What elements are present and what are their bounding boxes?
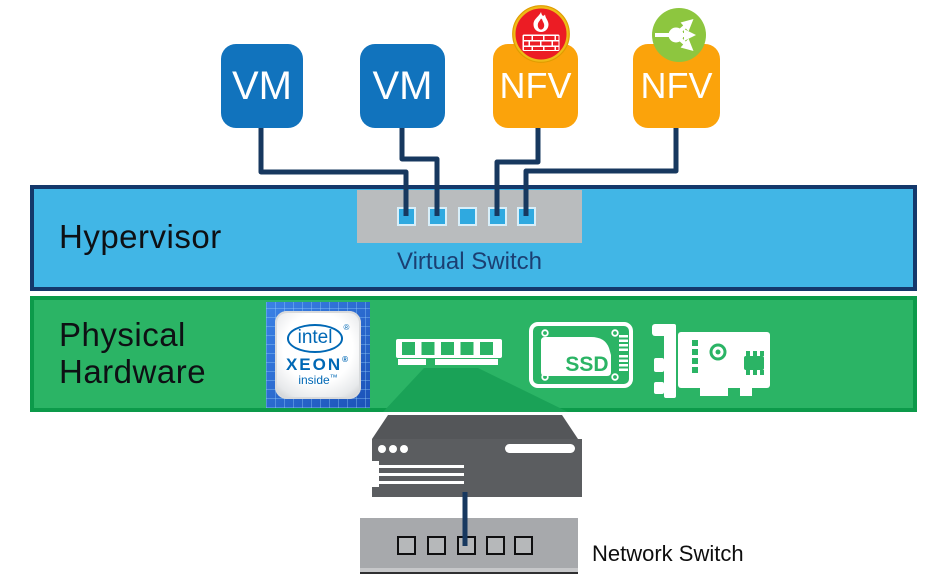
virtual-switch-port-1 [397,207,416,226]
inside-wordmark: inside™ [298,373,338,387]
brick-wall [522,34,560,51]
virtual-switch-port-5 [517,207,536,226]
virtual-switch-port-3 [458,207,477,226]
intel-xeon-cpu-icon: intel® XEON® inside™ [266,302,370,408]
server-handle [505,444,575,453]
server [372,439,582,497]
server-drive-slot [378,481,464,484]
network-switch-port-5 [514,536,533,555]
firewall-icon [512,5,570,63]
server-drive-slot [378,473,464,476]
virtual-switch-label: Virtual Switch [397,248,542,275]
vm2-label: VM [372,63,433,108]
network-switch-port-1 [397,536,416,555]
vm1-label: VM [232,63,292,108]
network-switch-port-2 [427,536,446,555]
virtual-switch [357,190,582,243]
physical-hardware-label: Physical Hardware [59,316,207,390]
network-card-icon [652,324,770,398]
intel-chip-face: intel® XEON® inside™ [275,311,361,399]
vm-node-2: VM [360,44,445,128]
nfv-node-load-balancer: NFV [633,44,720,128]
network-switch [360,518,578,574]
intel-logo: intel® [286,324,349,353]
hypervisor-label: Hypervisor [59,218,222,255]
nfv1-label: NFV [499,65,572,106]
server-led [400,445,408,453]
load-balancer-icon [652,8,706,62]
virtual-switch-port-4 [488,207,507,226]
virtual-switch-port-2 [428,207,447,226]
ssd-connector-pins [619,335,628,371]
ram-module-icon [396,339,502,365]
network-switch-label: Network Switch [592,541,744,566]
ssd-drive-icon: SSD [529,322,633,388]
server-top-panel [372,415,578,439]
server-vent [372,461,379,487]
vm-node-1: VM [221,44,303,128]
server-led [389,445,397,453]
nfv2-label: NFV [640,65,713,106]
network-switch-port-3 [457,536,476,555]
xeon-wordmark: XEON® [285,355,351,374]
server-drive-slot [378,465,464,468]
network-switch-port-4 [486,536,505,555]
ssd-label: SSD [565,353,608,376]
server-led [378,445,386,453]
